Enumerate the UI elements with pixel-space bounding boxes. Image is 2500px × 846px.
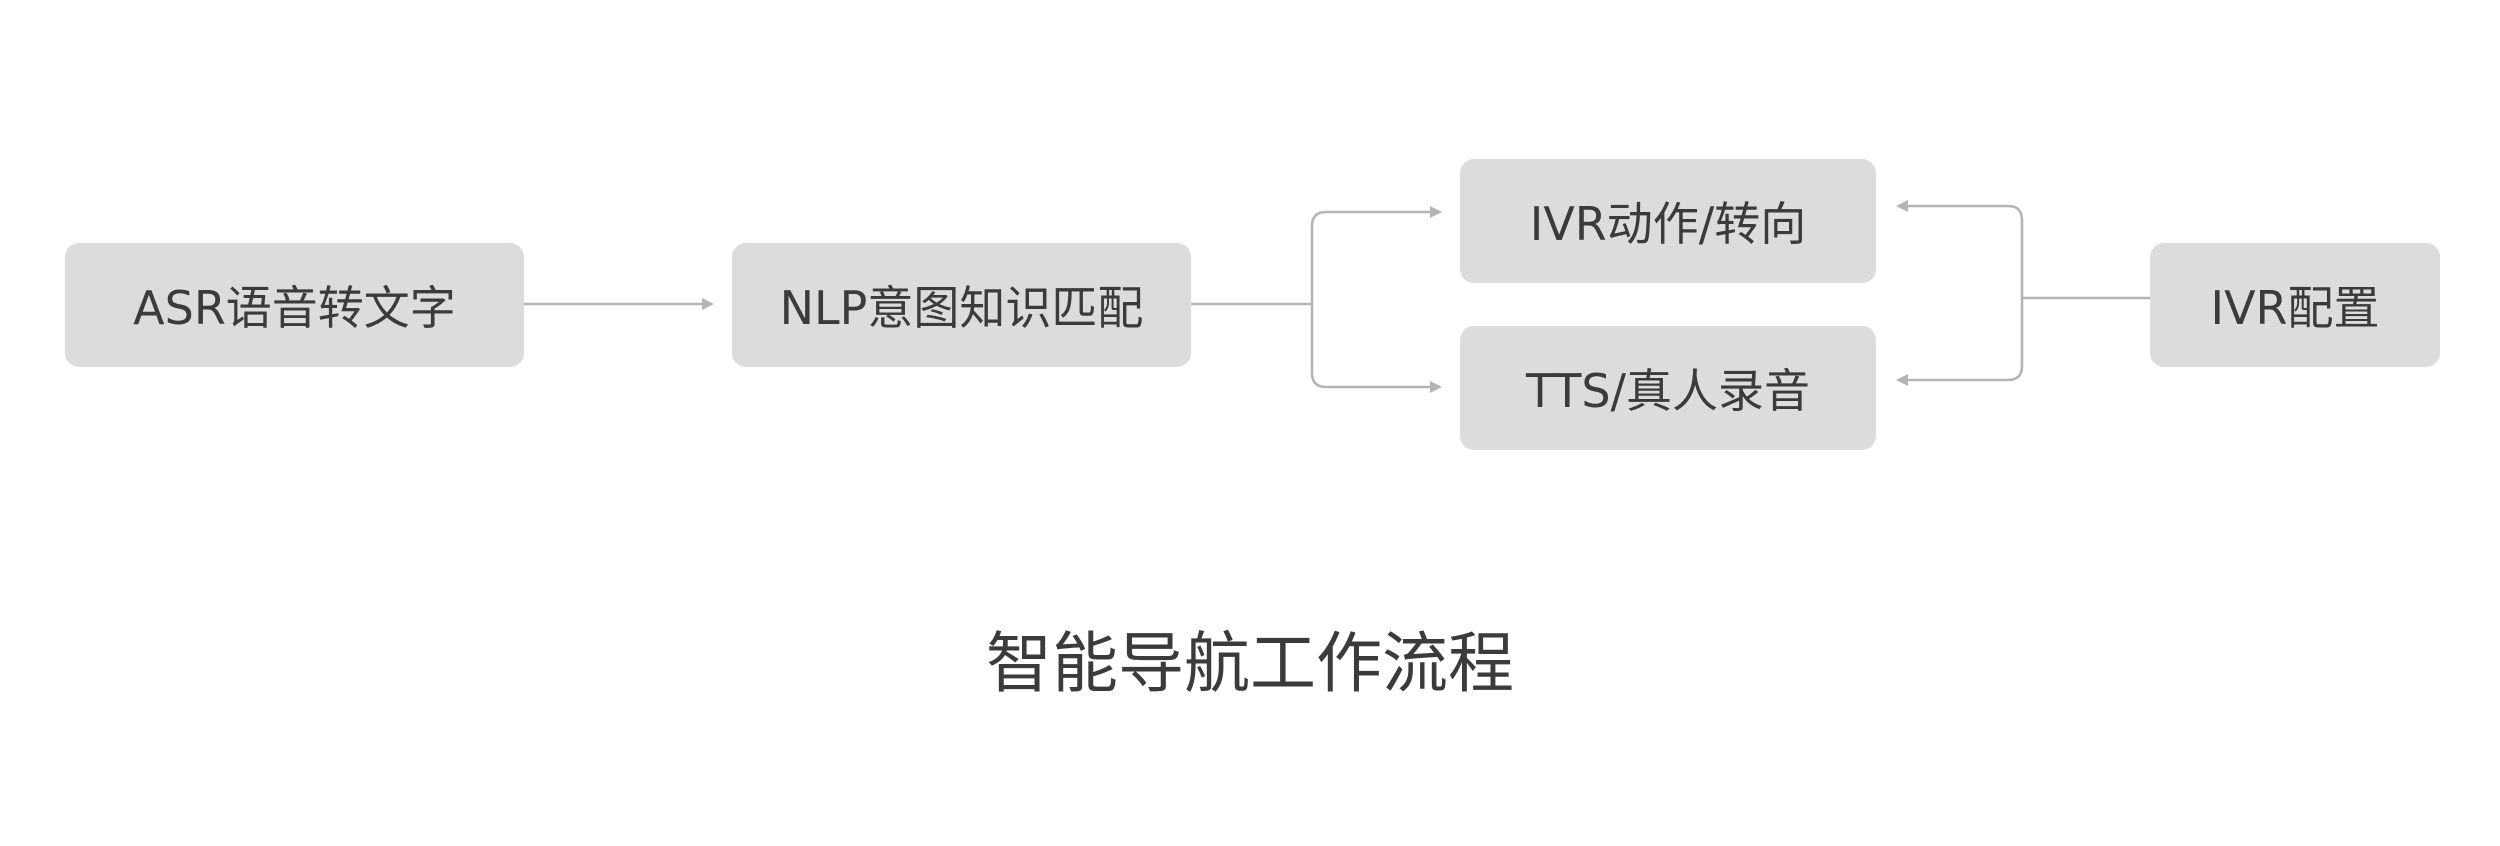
node-ivr-config: IVR配置 bbox=[2150, 243, 2440, 367]
node-asr-label: ASR语音转文字 bbox=[133, 281, 456, 335]
node-ivr-config-label: IVR配置 bbox=[2210, 281, 2380, 335]
node-nlp-label: NLP意图知识匹配 bbox=[779, 281, 1144, 335]
arrow-config-to-tts bbox=[1896, 298, 2024, 386]
node-nlp: NLP意图知识匹配 bbox=[732, 243, 1191, 367]
node-tts-label: TTS/真人录音 bbox=[1525, 364, 1811, 418]
arrow-config-to-ivr-action bbox=[1896, 200, 2024, 298]
node-tts: TTS/真人录音 bbox=[1460, 326, 1876, 450]
node-asr: ASR语音转文字 bbox=[65, 243, 524, 367]
arrow-nlp-to-tts bbox=[1310, 304, 1442, 393]
arrow-nlp-to-ivr-action bbox=[1310, 206, 1442, 304]
diagram-title: 智能导航工作流程 bbox=[986, 625, 1514, 702]
node-ivr-action: IVR动作/转向 bbox=[1460, 159, 1876, 283]
node-ivr-action-label: IVR动作/转向 bbox=[1529, 197, 1807, 251]
